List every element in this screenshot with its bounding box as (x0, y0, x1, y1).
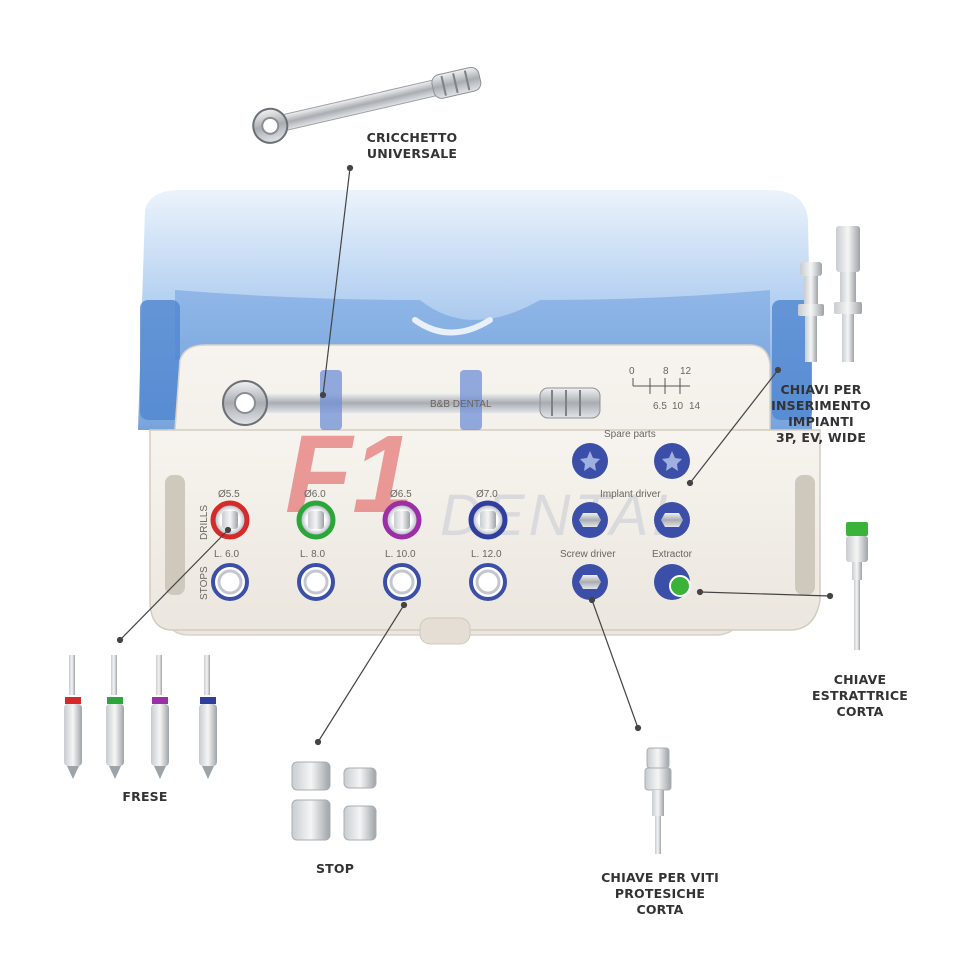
row-label-drills: DRILLS (199, 505, 210, 540)
extractor-label: Extractor (652, 549, 693, 560)
prosthetic-screwdriver-tool (644, 747, 672, 854)
stop-sockets (211, 563, 507, 601)
callout-extractor-line-1: CHIAVE (833, 672, 887, 687)
gauge-bottom-1: 10 (672, 401, 684, 412)
callout-implant-keys-line-4: 3P, EV, WIDE (775, 430, 867, 445)
implant-driver-label: Implant driver (600, 489, 661, 500)
callout-ratchet: CRICCHETTO UNIVERSALE (352, 130, 472, 162)
callout-drills: FRESE (90, 789, 200, 805)
implant-insertion-keys (798, 226, 862, 362)
stop-rings (291, 761, 377, 841)
callout-extractor-line-2: ESTRATTRICE (812, 688, 908, 703)
callout-ratchet-line-2: UNIVERSALE (366, 146, 458, 161)
gauge-top-0: 0 (629, 366, 635, 377)
callout-screwdriver-line-1: CHIAVE PER VITI (601, 870, 719, 885)
callout-implant-keys-line-1: CHIAVI PER (780, 382, 862, 397)
extractor-key-tool (846, 522, 868, 650)
callout-drills-line-1: FRESE (122, 789, 168, 804)
driver-extractor-sockets (572, 564, 691, 600)
spare-parts-sockets (572, 443, 690, 479)
gauge-top-1: 8 (663, 366, 669, 377)
drill-bits (64, 655, 217, 779)
callout-implant-keys-line-2: INSERIMENTO (771, 398, 871, 413)
callout-extractor: CHIAVE ESTRATTRICE CORTA (800, 672, 920, 720)
gauge-bottom-2: 14 (689, 401, 701, 412)
screw-driver-label: Screw driver (560, 549, 616, 560)
callout-implant-keys: CHIAVI PER INSERIMENTO IMPIANTI 3P, EV, … (756, 382, 886, 446)
gauge-bottom-0: 6.5 (653, 401, 667, 412)
callout-stop-line-1: STOP (315, 861, 355, 876)
drill-sockets (210, 500, 508, 540)
drill-label-4: Ø7.0 (476, 489, 498, 500)
callout-screwdriver: CHIAVE PER VITI PROTESICHE CORTA (590, 870, 730, 918)
callout-screwdriver-line-3: CORTA (636, 902, 684, 917)
ratchet-in-tray: B&B DENTAL (222, 370, 601, 430)
drill-label-3: Ø6.5 (390, 489, 412, 500)
drill-label-1: Ø5.5 (218, 489, 240, 500)
depth-gauge (632, 378, 690, 394)
gauge-top-2: 12 (680, 366, 692, 377)
callout-ratchet-line-1: CRICCHETTO (366, 130, 458, 145)
callout-extractor-line-3: CORTA (836, 704, 884, 719)
stop-label-1: L. 6.0 (214, 549, 239, 560)
ratchet-tool (252, 66, 482, 144)
row-label-stops: STOPS (199, 566, 210, 600)
stop-label-4: L. 12.0 (471, 549, 502, 560)
callout-screwdriver-line-2: PROTESICHE (614, 886, 706, 901)
leader-lines (116, 164, 834, 746)
spare-parts-label: Spare parts (604, 429, 656, 440)
implant-driver-sockets (572, 502, 690, 538)
drill-label-2: Ø6.0 (304, 489, 326, 500)
ratchet-brand-label: B&B DENTAL (430, 399, 492, 410)
callout-stop: STOP (295, 861, 375, 877)
stop-label-3: L. 10.0 (385, 549, 416, 560)
callout-implant-keys-line-3: IMPIANTI (788, 414, 854, 429)
stop-label-2: L. 8.0 (300, 549, 325, 560)
